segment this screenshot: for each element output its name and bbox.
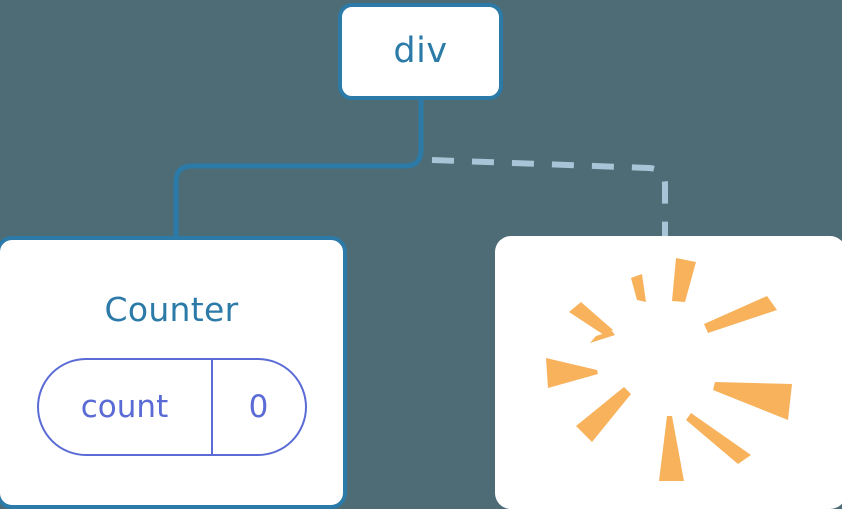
state-pill-key: count bbox=[39, 360, 213, 454]
node-div[interactable]: div bbox=[338, 3, 503, 100]
edge-div-to-burst bbox=[431, 157, 668, 238]
node-counter-title: Counter bbox=[104, 290, 239, 329]
state-pill-value: 0 bbox=[248, 388, 269, 425]
burst-ray bbox=[576, 387, 631, 442]
burst-ray bbox=[713, 382, 792, 420]
burst-ray bbox=[704, 296, 777, 333]
burst-ray bbox=[631, 274, 646, 302]
burst-ray bbox=[590, 331, 615, 343]
burst-ray bbox=[569, 302, 613, 335]
burst-ray bbox=[659, 416, 684, 481]
edge-div-to-counter bbox=[173, 97, 424, 241]
burst-ray bbox=[546, 358, 598, 388]
burst-ray bbox=[672, 258, 696, 302]
node-counter[interactable]: Counter count 0 bbox=[0, 236, 347, 509]
node-burst[interactable] bbox=[495, 236, 842, 509]
burst-ray bbox=[686, 413, 751, 464]
state-pill-count[interactable]: count 0 bbox=[36, 358, 307, 456]
sparkle-burst-icon bbox=[546, 258, 792, 481]
node-div-label: div bbox=[393, 31, 448, 71]
